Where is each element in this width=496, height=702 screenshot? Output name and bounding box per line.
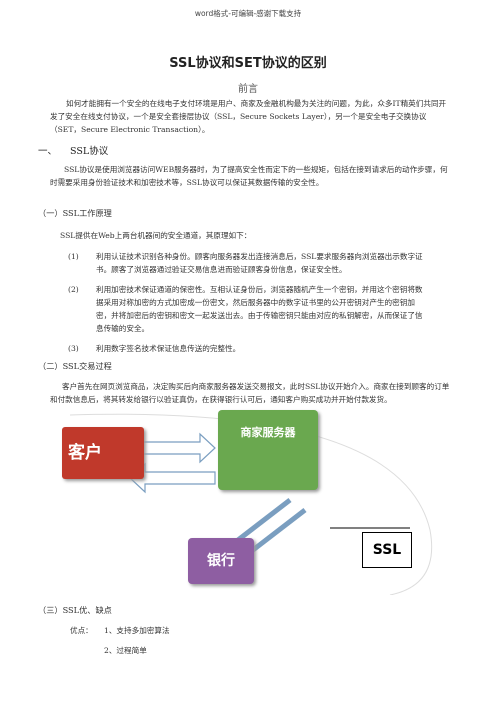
arrow-merchant-to-customer xyxy=(129,462,216,494)
list-item: (3) 利用数字签名技术保证信息传送的完整性。 xyxy=(68,342,448,355)
frame-arc xyxy=(69,413,433,595)
page-header: word格式-可编辑-感谢下载支持 xyxy=(194,9,302,18)
list-item-text: 利用加密技术保证通道的保密性。互相认证身份后，浏览器随机产生一个密钥，并用这个密… xyxy=(96,285,423,333)
ssl-box: SSL xyxy=(362,532,412,568)
list-item-number: (1) xyxy=(68,252,79,261)
section-1-title: SSL协议 xyxy=(70,146,109,157)
list-item-text: 利用认证技术识别各种身份。顾客向服务器发出连接消息后，SSL要求服务器向浏览器出… xyxy=(96,252,423,274)
list-item-number: (3) xyxy=(68,344,79,353)
subsection-1-text: SSL提供在Web上两台机器间的安全通道，其原理如下： xyxy=(60,231,252,240)
subsection-1-heading: （一）SSL工作原理 xyxy=(38,208,112,218)
list-item: (2) 利用加密技术保证通道的保密性。互相认证身份后，浏览器随机产生一个密钥，并… xyxy=(68,283,448,335)
advantage-item: 1、支持多加密算法 xyxy=(104,626,170,635)
doc-title: SSL协议和SET协议的区别 xyxy=(169,56,327,71)
list-item-number: (2) xyxy=(68,285,79,294)
bank-box: 银行 xyxy=(188,538,254,584)
section-1-heading: 一、 SSL协议 xyxy=(38,143,108,157)
advantages-label: 优点： xyxy=(70,626,93,635)
customer-box: 客户 xyxy=(62,427,144,479)
subsection-3-heading: （三）SSL优、缺点 xyxy=(38,605,112,615)
list-item-text: 利用数字签名技术保证信息传送的完整性。 xyxy=(96,344,241,353)
subsection-2-heading: （二）SSL交易过程 xyxy=(38,361,112,371)
advantage-item: 2、过程简单 xyxy=(104,646,147,655)
subsection-2-paragraph: 客户首先在网页浏览商品，决定购买后向商家服务器发送交易报文，此时SSL协议开始介… xyxy=(50,382,450,404)
intro-paragraph: 如何才能拥有一个安全的在线电子支付环境是用户、商家及金融机构最为关注的问题，为此… xyxy=(50,99,447,134)
merchant-server-box: 商家服务器 xyxy=(218,410,318,490)
doc-subtitle: 前言 xyxy=(238,84,258,95)
section-1-paragraph: SSL协议是使用浏览器访问WEB服务器时，为了提高安全性而定下的一些规矩，包括在… xyxy=(50,165,448,187)
list-item: (1) 利用认证技术识别各种身份。顾客向服务器发出连接消息后，SSL要求服务器向… xyxy=(68,250,448,276)
section-1-number: 一、 xyxy=(38,146,58,157)
